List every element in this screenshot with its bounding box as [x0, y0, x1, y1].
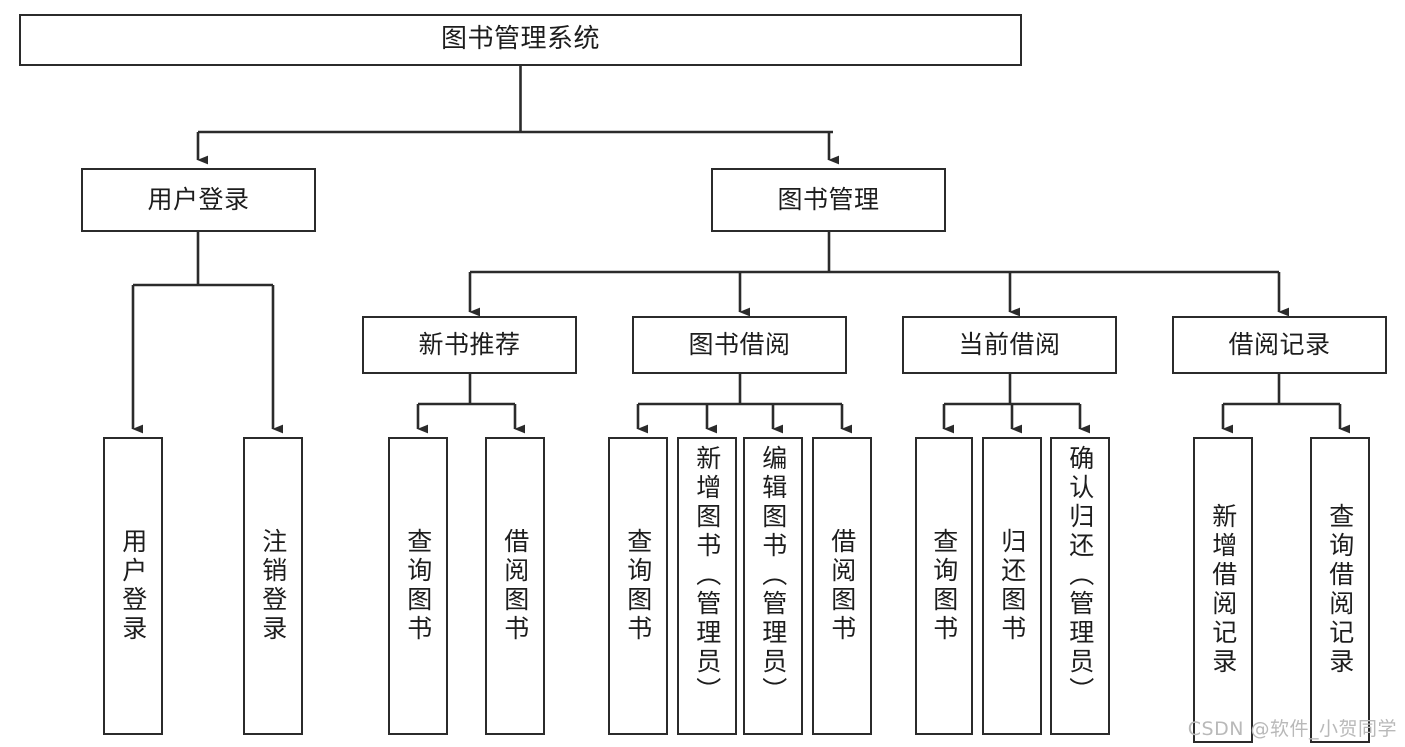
node-label: 借阅记录	[1228, 330, 1331, 359]
leaf-borrow-book[interactable]: 借阅图书	[812, 437, 872, 735]
leaf-edit-book-admin[interactable]: 编辑图书（管理员）	[743, 437, 803, 735]
leaf-return-book[interactable]: 归还图书	[982, 437, 1042, 735]
node-label: 图书借阅	[688, 330, 791, 359]
leaf-borrow-book-recommend[interactable]: 借阅图书	[485, 437, 545, 735]
csdn-watermark: CSDN @软件_小贺同学	[1187, 718, 1397, 740]
node-label: 借阅图书	[827, 528, 857, 644]
leaf-logout[interactable]: 注销登录	[243, 437, 303, 735]
node-book-management[interactable]: 图书管理	[711, 168, 946, 232]
node-label: 归还图书	[997, 528, 1027, 644]
node-label: 查询图书	[403, 528, 433, 644]
node-book-borrow[interactable]: 图书借阅	[632, 316, 847, 374]
node-new-book-recommend[interactable]: 新书推荐	[362, 316, 577, 374]
node-root-book-management-system[interactable]: 图书管理系统	[19, 14, 1022, 66]
node-label: 新增图书（管理员）	[692, 445, 722, 706]
node-label: 借阅图书	[500, 528, 530, 644]
leaf-query-book-borrow[interactable]: 查询图书	[608, 437, 668, 735]
node-label: 当前借阅	[958, 330, 1061, 359]
leaf-query-book-recommend[interactable]: 查询图书	[388, 437, 448, 735]
node-label: 用户登录	[118, 528, 148, 644]
leaf-add-book-admin[interactable]: 新增图书（管理员）	[677, 437, 737, 735]
node-label: 查询图书	[929, 528, 959, 644]
leaf-add-borrow-record[interactable]: 新增借阅记录	[1193, 437, 1253, 743]
node-label: 图书管理	[777, 185, 880, 214]
node-label: 确认归还（管理员）	[1065, 445, 1095, 706]
leaf-query-borrow-record[interactable]: 查询借阅记录	[1310, 437, 1370, 743]
node-label: 新增借阅记录	[1208, 503, 1238, 677]
node-label: 用户登录	[147, 185, 250, 214]
node-label: 查询借阅记录	[1325, 503, 1355, 677]
node-label: 图书管理系统	[440, 24, 600, 55]
node-borrow-record[interactable]: 借阅记录	[1172, 316, 1387, 374]
leaf-user-login[interactable]: 用户登录	[103, 437, 163, 735]
node-label: 新书推荐	[418, 330, 521, 359]
node-current-borrow[interactable]: 当前借阅	[902, 316, 1117, 374]
node-label: 注销登录	[258, 528, 288, 644]
leaf-confirm-return-admin[interactable]: 确认归还（管理员）	[1050, 437, 1110, 735]
node-label: 编辑图书（管理员）	[758, 445, 788, 706]
node-user-login[interactable]: 用户登录	[81, 168, 316, 232]
leaf-query-book-current[interactable]: 查询图书	[915, 437, 973, 735]
node-label: 查询图书	[623, 528, 653, 644]
